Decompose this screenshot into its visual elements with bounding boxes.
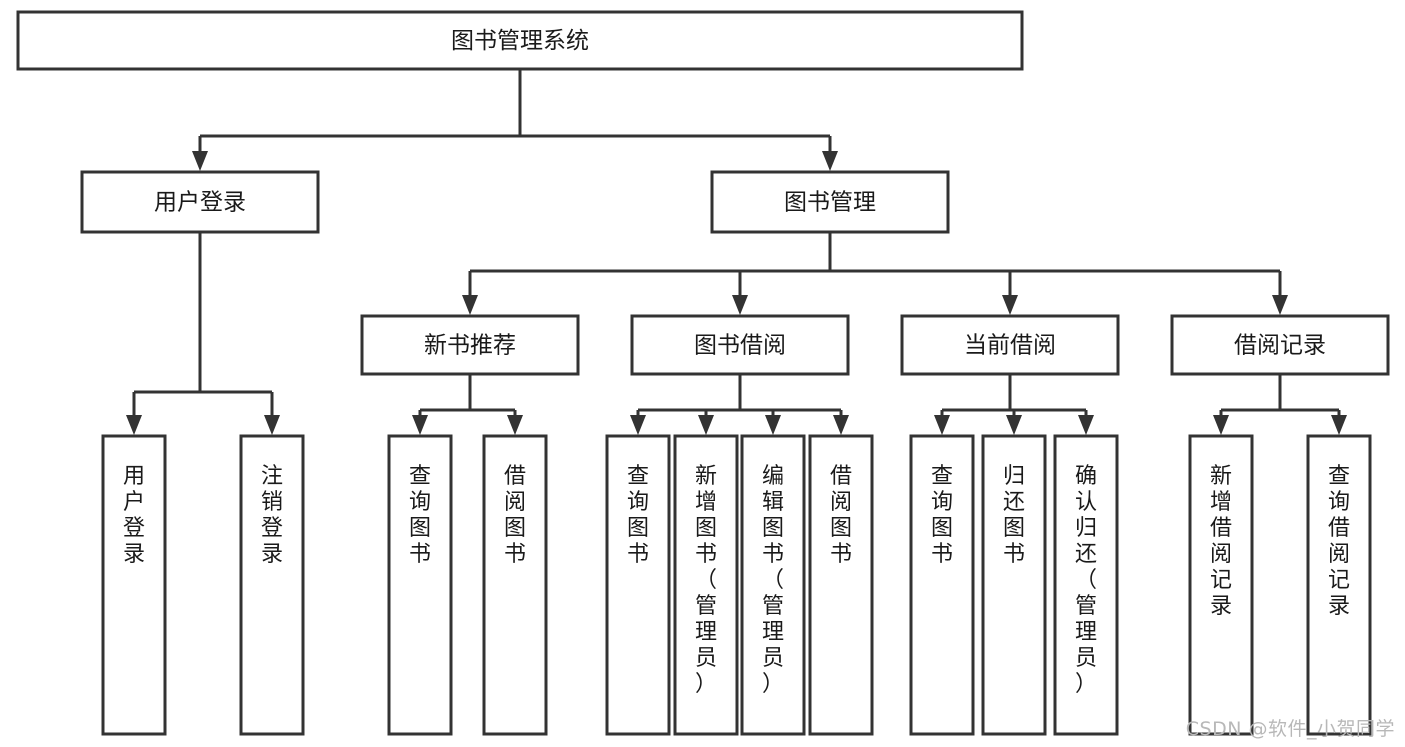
node-box-new-book-rec[interactable]: [360, 314, 580, 376]
node-box-leaf-add-book[interactable]: [673, 434, 739, 736]
node-leaf-logout[interactable]: 注销登录: [239, 434, 305, 736]
node-label-root: 图书管理系统: [451, 28, 589, 54]
connector-layer: [126, 69, 1347, 435]
node-leaf-add-record[interactable]: 新增借阅记录: [1188, 434, 1254, 736]
node-box-user-login[interactable]: [80, 170, 320, 234]
node-leaf-edit-book[interactable]: 编辑图书（管理员）: [740, 434, 806, 736]
node-label-leaf-borrow-book-1: 借阅图书: [504, 464, 526, 567]
node-layer: 图书管理系统用户登录图书管理新书推荐图书借阅当前借阅借阅记录用户登录注销登录查询…: [16, 10, 1390, 736]
node-box-current-borrow[interactable]: [900, 314, 1120, 376]
node-box-leaf-return-book[interactable]: [981, 434, 1047, 736]
node-leaf-borrow-book-1[interactable]: 借阅图书: [482, 434, 548, 736]
node-label-leaf-add-record: 新增借阅记录: [1210, 464, 1232, 619]
node-borrow-record[interactable]: 借阅记录: [1170, 314, 1390, 376]
node-label-leaf-user-login: 用户登录: [123, 464, 145, 567]
node-box-leaf-user-login[interactable]: [101, 434, 167, 736]
node-label-leaf-query-book-1: 查询图书: [409, 464, 431, 567]
node-leaf-return-book[interactable]: 归还图书: [981, 434, 1047, 736]
node-label-leaf-query-book-2: 查询图书: [627, 464, 649, 567]
node-box-leaf-confirm-return[interactable]: [1053, 434, 1119, 736]
node-label-book-manage: 图书管理: [784, 190, 876, 216]
node-current-borrow[interactable]: 当前借阅: [900, 314, 1120, 376]
node-box-leaf-query-record[interactable]: [1306, 434, 1372, 736]
node-leaf-add-book[interactable]: 新增图书（管理员）: [673, 434, 739, 736]
node-label-leaf-add-book: 新增图书（管理员）: [695, 464, 717, 697]
node-label-book-borrow: 图书借阅: [694, 333, 786, 359]
node-label-current-borrow: 当前借阅: [964, 333, 1056, 359]
node-label-leaf-logout: 注销登录: [261, 464, 283, 567]
node-leaf-query-book-3[interactable]: 查询图书: [909, 434, 975, 736]
node-leaf-confirm-return[interactable]: 确认归还（管理员）: [1053, 434, 1119, 736]
node-leaf-query-record[interactable]: 查询借阅记录: [1306, 434, 1372, 736]
node-label-leaf-return-book: 归还图书: [1003, 464, 1025, 567]
node-label-leaf-query-record: 查询借阅记录: [1328, 464, 1350, 619]
node-box-leaf-add-record[interactable]: [1188, 434, 1254, 736]
node-label-leaf-query-book-3: 查询图书: [931, 464, 953, 567]
node-leaf-user-login[interactable]: 用户登录: [101, 434, 167, 736]
node-user-login[interactable]: 用户登录: [80, 170, 320, 234]
node-label-leaf-confirm-return: 确认归还（管理员）: [1075, 464, 1097, 697]
node-label-new-book-rec: 新书推荐: [424, 333, 516, 359]
node-box-leaf-edit-book[interactable]: [740, 434, 806, 736]
node-label-leaf-borrow-book-2: 借阅图书: [830, 464, 852, 567]
node-box-leaf-borrow-book-1[interactable]: [482, 434, 548, 736]
node-box-book-manage[interactable]: [710, 170, 950, 234]
node-box-root[interactable]: [16, 10, 1024, 71]
node-box-borrow-record[interactable]: [1170, 314, 1390, 376]
node-leaf-borrow-book-2[interactable]: 借阅图书: [808, 434, 874, 736]
node-label-user-login: 用户登录: [154, 190, 246, 216]
node-book-manage[interactable]: 图书管理: [710, 170, 950, 234]
node-book-borrow[interactable]: 图书借阅: [630, 314, 850, 376]
node-new-book-rec[interactable]: 新书推荐: [360, 314, 580, 376]
node-box-leaf-query-book-1[interactable]: [387, 434, 453, 736]
node-box-leaf-borrow-book-2[interactable]: [808, 434, 874, 736]
node-root[interactable]: 图书管理系统: [16, 10, 1024, 71]
node-label-borrow-record: 借阅记录: [1234, 333, 1326, 359]
node-box-leaf-logout[interactable]: [239, 434, 305, 736]
node-box-leaf-query-book-3[interactable]: [909, 434, 975, 736]
node-label-leaf-edit-book: 编辑图书（管理员）: [762, 464, 784, 697]
node-box-book-borrow[interactable]: [630, 314, 850, 376]
node-box-leaf-query-book-2[interactable]: [605, 434, 671, 736]
node-leaf-query-book-2[interactable]: 查询图书: [605, 434, 671, 736]
node-leaf-query-book-1[interactable]: 查询图书: [387, 434, 453, 736]
